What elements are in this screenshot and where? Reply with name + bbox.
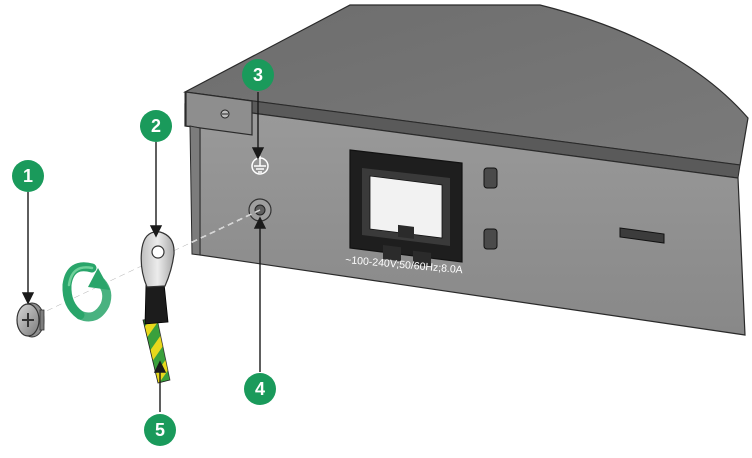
callout-5-number: 5 xyxy=(155,420,165,440)
callout-4-number: 4 xyxy=(255,379,265,399)
screw xyxy=(16,302,45,338)
grounding-cable xyxy=(142,282,175,384)
latch-upper xyxy=(483,167,498,189)
callout-2: 2 xyxy=(140,110,172,142)
cable-sleeve xyxy=(144,282,169,325)
callout-4: 4 xyxy=(244,373,276,405)
callout-3: 3 xyxy=(242,59,274,91)
chassis-top-surface xyxy=(183,4,749,166)
device-chassis: ~100-240V;50/60Hz;8.0A xyxy=(183,4,749,336)
mounting-ear xyxy=(185,91,253,136)
power-inlet xyxy=(349,149,463,267)
callout-1-number: 1 xyxy=(23,166,33,186)
vent-slot xyxy=(619,227,665,244)
grounding-sign-icon xyxy=(251,156,269,175)
rotation-arrow-icon xyxy=(62,262,112,322)
callout-2-number: 2 xyxy=(151,116,161,136)
latch-lower xyxy=(483,228,498,250)
callout-5: 5 xyxy=(144,414,176,446)
callout-1: 1 xyxy=(12,160,44,192)
callout-3-number: 3 xyxy=(253,65,263,85)
leader-lines xyxy=(21,92,267,412)
ring-terminal xyxy=(140,231,175,288)
